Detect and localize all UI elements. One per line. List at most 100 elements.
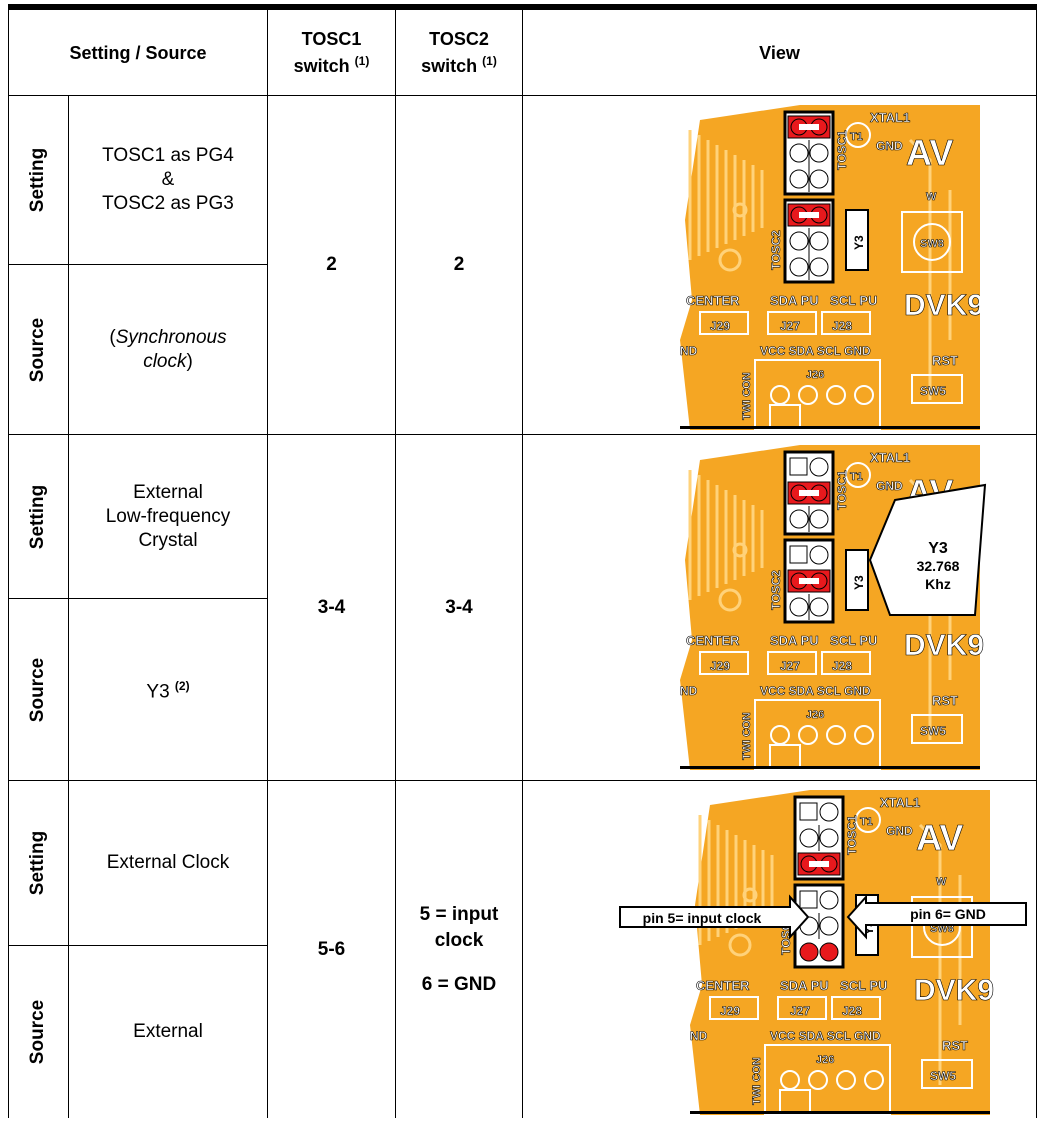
board-label: DVK9 — [914, 974, 994, 1007]
grid-line — [395, 10, 396, 1118]
switch-sw5 — [911, 374, 963, 404]
test-point — [845, 122, 871, 148]
pin — [789, 597, 809, 617]
board-label: SW5 — [920, 724, 946, 738]
pin — [809, 457, 829, 477]
pcb-via — [718, 588, 742, 612]
grid-line — [8, 95, 1037, 96]
pin — [789, 509, 809, 529]
board-label: XTAL1 — [870, 450, 910, 465]
row3-tosc1-value: 5-6 — [317, 938, 346, 960]
board-label: W — [926, 191, 937, 203]
row2-setting-line: Low-frequency — [105, 505, 231, 527]
crystal-y3 — [845, 549, 869, 611]
connector-j27 — [767, 311, 817, 335]
pcb-via — [732, 542, 748, 558]
header-setting-source: Setting / Source — [9, 10, 267, 95]
board-label: SW5 — [930, 1069, 956, 1083]
pad — [769, 404, 801, 430]
footnote-ref: (2) — [174, 679, 190, 694]
pin — [789, 457, 808, 476]
table-top-rule — [8, 4, 1037, 10]
header-switch-word: switch — [293, 56, 350, 76]
board-label: J29 — [710, 659, 730, 673]
board-label: GND — [886, 824, 913, 838]
connector-j29 — [709, 996, 759, 1020]
board-label: J26 — [806, 709, 824, 721]
board-label: GND — [876, 479, 903, 493]
board-label: ND — [680, 684, 698, 698]
board-label: J28 — [842, 1004, 862, 1018]
board-label: RST — [932, 353, 958, 368]
board-edge — [680, 426, 980, 429]
row1-tosc1-value: 2 — [326, 254, 337, 275]
pin — [789, 257, 809, 277]
board-label: SDA PU — [770, 633, 819, 648]
header-tosc2: TOSC2 switch (1) — [396, 10, 522, 95]
board-label: SDA PU — [770, 293, 819, 308]
pcb-via — [742, 887, 758, 903]
callout-pin6-text: pin 6= GND — [910, 906, 986, 922]
board-label: J29 — [710, 319, 730, 333]
test-point — [845, 462, 871, 488]
row1-setting-line: & — [161, 169, 175, 190]
row3-source-label: Source — [27, 999, 49, 1065]
row1-setting-line: TOSC2 as PG3 — [102, 193, 234, 214]
pad — [854, 725, 874, 745]
board-label: AV — [916, 817, 963, 858]
crystal-label: Y3 — [852, 235, 866, 250]
footnote-ref: (1) — [354, 54, 370, 68]
pin — [799, 802, 818, 821]
jumper-bar — [799, 124, 819, 130]
grid-line — [8, 434, 1037, 435]
row2-source-label: Source — [27, 657, 49, 722]
connector-j28 — [831, 996, 881, 1020]
row2-tosc1-value: 3-4 — [317, 596, 346, 618]
header-view-text: View — [759, 42, 800, 63]
row1-tosc2-value: 2 — [453, 254, 465, 275]
board-label: TOSC2 — [769, 230, 783, 270]
board-label: J26 — [806, 369, 824, 381]
row2-setting-text: External Low-frequency Crystal — [69, 435, 267, 598]
pad — [779, 1089, 811, 1115]
pin — [799, 828, 819, 848]
board-label: TOSC2 — [769, 570, 783, 610]
board-label: ND — [680, 344, 698, 358]
board-label: T1 — [860, 816, 873, 828]
row3-tosc2-value: 5 = input clock 6 = GND — [396, 781, 522, 1118]
grid-line — [522, 10, 523, 1118]
row1-source-text: (Synchronous clock) — [69, 265, 267, 434]
row2-setting-line: External — [133, 481, 203, 503]
grid-line — [8, 780, 1037, 781]
row1-setting-text: TOSC1 as PG4 & TOSC2 as PG3 — [69, 96, 267, 264]
row2-tosc2-value: 3-4 — [445, 596, 473, 618]
pin — [799, 942, 819, 962]
pcb-trace — [918, 823, 962, 1085]
pin — [789, 143, 809, 163]
switch-sw8 — [901, 211, 963, 273]
switch-sw8 — [911, 896, 973, 958]
header-view: View — [523, 10, 1036, 95]
pcb-via — [718, 248, 742, 272]
callout-text: Y3 — [928, 540, 948, 557]
row1-setting-label: Setting — [27, 147, 49, 213]
pin — [809, 231, 829, 251]
board-label: VCC SDA SCL GND — [770, 1029, 881, 1043]
header-tosc2-title: TOSC2 — [429, 29, 489, 49]
board-label: W — [936, 876, 947, 888]
board-label: TOSC1 — [835, 130, 849, 170]
pin — [809, 169, 829, 189]
pin — [809, 509, 829, 529]
switch-sw5 — [911, 714, 963, 744]
pin — [819, 890, 839, 910]
board-label: TWI CON — [741, 712, 753, 760]
pad — [808, 1070, 828, 1090]
callout-y3 — [868, 483, 987, 616]
pin — [789, 169, 809, 189]
pin — [799, 890, 818, 909]
row1-source-line2: clock) — [143, 350, 193, 372]
row1-source-label: Source — [27, 317, 49, 382]
connector-j29 — [699, 311, 749, 335]
jumper-bar — [799, 212, 819, 218]
